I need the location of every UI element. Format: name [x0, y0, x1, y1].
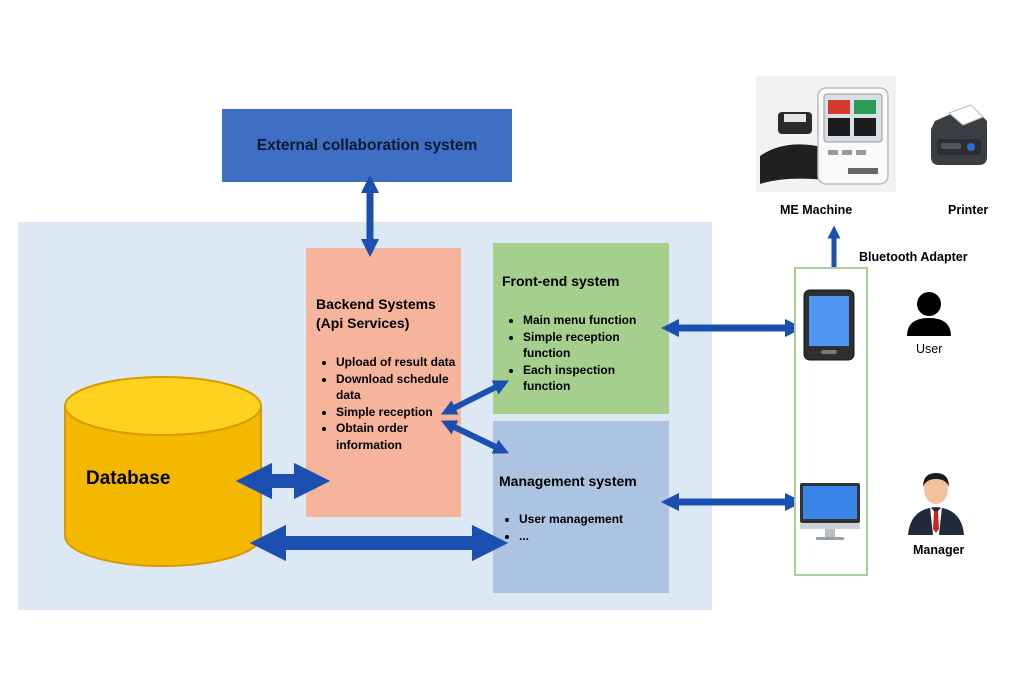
database-label: Database	[86, 468, 171, 489]
backend-title: Backend Systems (Api Services)	[316, 296, 436, 331]
management-system-box: Management system User management ...	[493, 421, 669, 593]
list-item: Upload of result data	[336, 354, 461, 371]
management-function-list: User management ...	[501, 511, 659, 545]
backend-function-list: Upload of result data Download schedule …	[318, 354, 461, 453]
printer-image	[931, 104, 987, 165]
management-title: Management system	[499, 473, 637, 489]
list-item: ...	[519, 528, 659, 545]
list-item: Each inspection function	[523, 362, 663, 395]
list-item: User management	[519, 511, 659, 528]
user-icon	[907, 292, 951, 336]
list-item: Obtain order information	[336, 420, 461, 453]
printer-label: Printer	[948, 203, 989, 217]
list-item: Main menu function	[523, 312, 663, 329]
frontend-function-list: Main menu function Simple reception func…	[505, 312, 663, 395]
list-item: Simple reception	[336, 404, 461, 421]
arrow-backend-frontend	[441, 380, 509, 415]
arrow-backend-management	[440, 420, 510, 454]
tablet-icon	[803, 289, 855, 361]
list-item: Simple reception function	[523, 329, 663, 362]
frontend-title: Front-end system	[502, 273, 620, 289]
me-machine-label: ME Machine	[780, 203, 853, 217]
me-machine-image	[756, 76, 896, 192]
monitor-icon	[800, 483, 860, 540]
list-item: Download schedule data	[336, 371, 461, 404]
external-system-title: External collaboration system	[256, 136, 478, 154]
frontend-system-box: Front-end system Main menu function Simp…	[493, 243, 669, 414]
bluetooth-adapter-label: Bluetooth Adapter	[859, 250, 968, 264]
external-collaboration-system-box: External collaboration system	[222, 109, 512, 182]
user-label: User	[916, 342, 943, 356]
manager-label: Manager	[913, 543, 965, 557]
manager-icon	[908, 473, 964, 535]
backend-systems-box: Backend Systems (Api Services) Upload of…	[306, 248, 461, 517]
